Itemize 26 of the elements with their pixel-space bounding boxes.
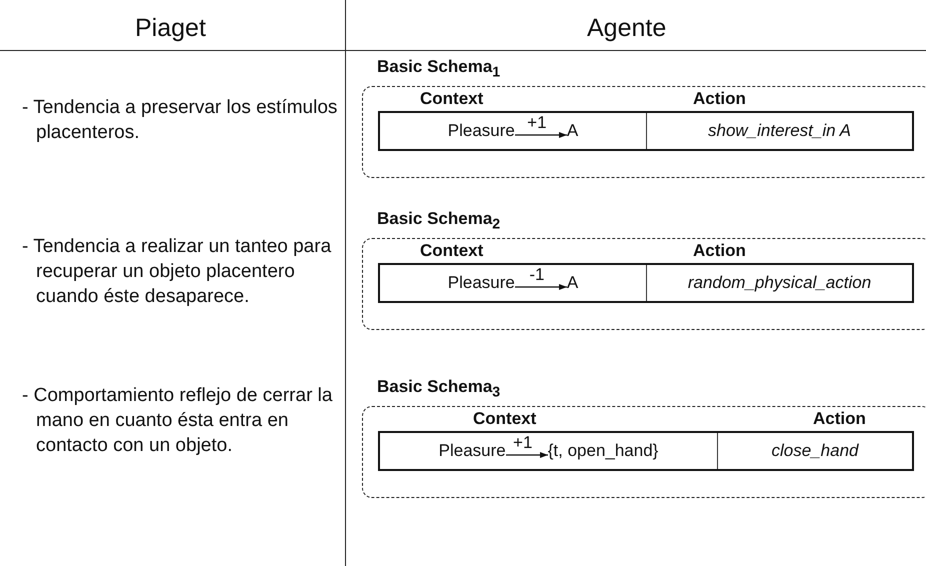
context-term: Pleasure [438,441,506,461]
column-heading: Action [813,409,866,429]
arrow [506,452,548,458]
description-text: - Tendencia a realizar un tanteo para recuperar un objeto placentero cuando éste desaparece. [22,235,332,309]
context-term: A [566,121,578,141]
arrow [514,284,567,290]
schema-heading: Basic Schema$_{3}$ [377,377,500,400]
column-heading: Agente [587,14,666,43]
description-text: - Tendencia a preservar los estímulos placenteros. [22,96,338,145]
column-heading: Action [693,241,746,261]
action-cell: random_physical_action [646,265,912,301]
context-term: A [566,273,578,293]
column-heading: Context [420,241,484,261]
arrow [514,132,567,138]
context-term: {t, open_hand} [548,441,658,461]
column-heading: Context [473,409,536,429]
schema-heading: Basic Schema$_{2}$ [377,209,500,232]
column-heading: Action [693,89,746,109]
context-term: Pleasure [448,121,515,141]
action-cell: close_hand [717,433,912,469]
action-cell: show_interest_in A [646,113,912,149]
schema-heading: Basic Schema$_{1}$ [377,57,500,80]
context-term: Pleasure [448,273,515,293]
column-heading: Piaget [135,14,206,43]
column-heading: Context [420,89,484,109]
description-text: - Comportamiento reflejo de cerrar la mano en cuanto ésta entra en contacto con un objeto. [22,384,334,458]
